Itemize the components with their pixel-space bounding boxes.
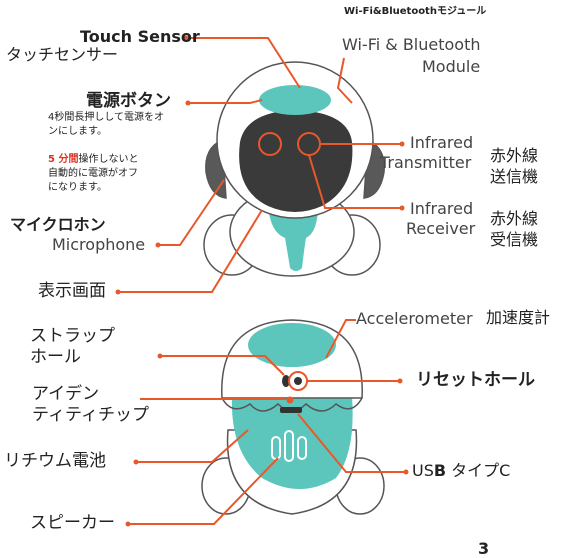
strap-label-line2: ホール (30, 347, 81, 367)
ir-tx-label-ja-line1: 赤外線 (490, 146, 539, 165)
id-chip-dot (286, 396, 294, 404)
reset-hole (294, 377, 302, 385)
speaker-label: スピーカー (30, 513, 115, 533)
ir-rx-label-line2: Receiver (406, 219, 476, 238)
strap-label-line1: ストラップ (30, 326, 115, 346)
strap-hole (282, 375, 290, 387)
leader-usb (297, 413, 406, 473)
ir-rx-label-line1: Infrared (410, 199, 474, 218)
power-note-line1: 4秒間長押しして電源をオ (48, 112, 165, 123)
ir-tx-label-ja-line2: 送信機 (490, 167, 539, 186)
leader-touch-sensor (186, 37, 301, 89)
usb-label: USB タイプC (412, 461, 511, 480)
reset-hole-label: リセットホール (416, 370, 535, 390)
leader-wifi (336, 57, 353, 104)
leader-dots (115, 35, 409, 527)
battery-label: リチウム電池 (4, 451, 106, 471)
touch-sensor-label-en: Touch Sensor (80, 27, 200, 46)
wifi-label-line1: Wi-Fi & Bluetooth (342, 35, 481, 54)
touch-sensor-pad (259, 85, 331, 115)
id-chip-label-line2: ティティチップ (32, 405, 149, 425)
module-title: Wi-Fi&Bluetoothモジュール (344, 6, 487, 17)
auto-off-line1-rest: 操作しないと (78, 154, 139, 165)
ir-rx-label-ja-line1: 赤外線 (490, 209, 539, 228)
id-chip-label-line1: アイデン (32, 384, 100, 404)
ir-rx-label-ja-line2: 受信機 (490, 230, 539, 249)
usb-port (280, 407, 302, 413)
accelerometer-label: Accelerometer (356, 309, 473, 328)
leader-accelerometer (325, 319, 356, 359)
teal-drip (268, 205, 318, 271)
auto-off-line1: 5 分間操作しないと (48, 154, 138, 166)
mic-label-en: Microphone (52, 235, 146, 254)
usb-label-prefix: US (412, 461, 434, 480)
robot-back-view (201, 319, 385, 515)
display-screen (239, 110, 353, 212)
mic-label-ja: マイクロホン (10, 215, 106, 234)
usb-label-bold: B (433, 461, 447, 480)
power-button-label: 電源ボタン (86, 91, 171, 111)
ir-tx-label-line2: Transmitter (380, 153, 472, 172)
leader-mic (158, 179, 225, 246)
usb-label-suffix: タイプC (446, 461, 511, 480)
leader-display (118, 209, 263, 293)
ir-transmitter-ring (258, 132, 282, 156)
robot-front-view (203, 61, 385, 277)
ir-tx-label-line1: Infrared (410, 133, 474, 152)
auto-off-line2: 自動的に電源がオフ (48, 168, 138, 179)
auto-off-line3: になります。 (48, 182, 107, 193)
touch-sensor-label-ja: タッチセンサー (6, 45, 119, 64)
auto-off-highlight: 5 分間 (48, 154, 79, 165)
leader-speaker (128, 457, 279, 525)
page-number: 3 (478, 539, 490, 558)
leader-strap (160, 355, 285, 376)
leader-battery (136, 429, 249, 463)
back-top-module (248, 323, 336, 367)
leader-ir-rx (308, 154, 402, 209)
accelerometer-label-ja: 加速度計 (486, 308, 551, 327)
power-note-line2: ンにします。 (48, 126, 107, 137)
display-label: 表示画面 (38, 281, 106, 301)
leader-lines (118, 37, 406, 525)
wifi-label-line2: Module (422, 57, 481, 76)
leader-power (188, 99, 263, 104)
